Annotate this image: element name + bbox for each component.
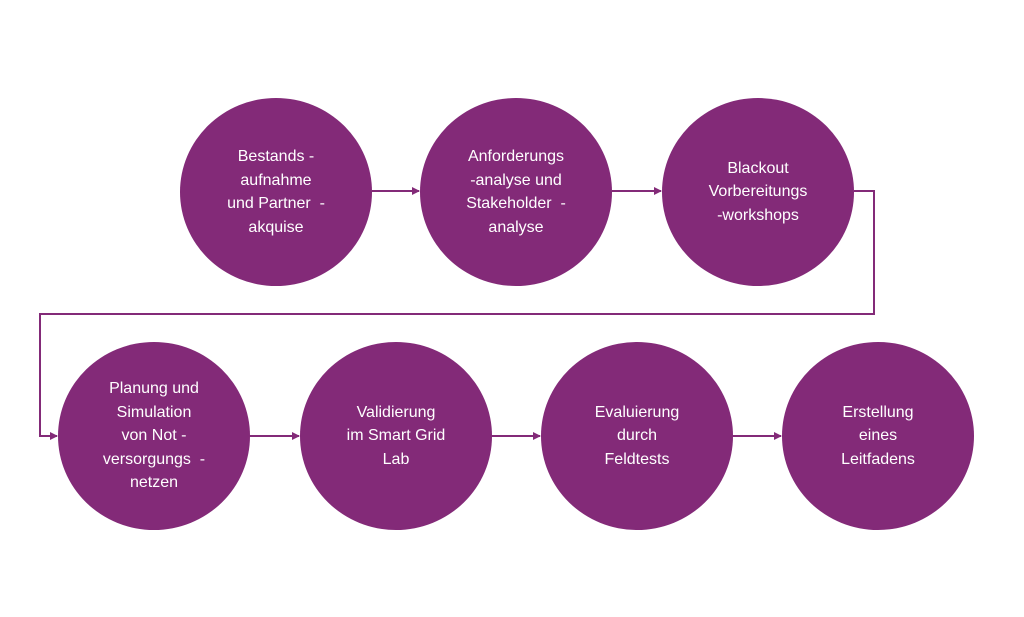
node-label-line: analyse	[488, 218, 544, 236]
step-node-blackout-workshops: Blackout Vorbereitungs -workshops	[662, 98, 854, 286]
node-label-line: im Smart Grid	[346, 427, 446, 445]
node-label-line: und Partner -	[227, 195, 325, 212]
step-node-evaluierung: Evaluierung durch Feldtests	[541, 342, 733, 530]
node-label-line: Simulation	[116, 403, 192, 421]
node-label-line: Vorbereitungs	[708, 183, 808, 201]
node-label-line: versorgungs -	[102, 450, 206, 468]
node-label-line: aufnahme	[240, 171, 312, 189]
step-node-validierung: Validierung im Smart Grid Lab	[300, 342, 492, 530]
node-label-line: durch	[616, 427, 658, 445]
node-label-line: Anforderungs	[467, 148, 565, 165]
step-node-planung-simulation: Planung und Simulation von Not - versorg…	[58, 342, 250, 530]
node-label-line: von Not -	[121, 427, 187, 445]
node-label-line: Evaluierung	[594, 403, 680, 421]
node-label-line: Feldtests	[604, 450, 670, 468]
node-label-line: Planung und	[109, 380, 199, 398]
node-label-line: Blackout	[727, 159, 789, 177]
node-label-line: netzen	[129, 474, 179, 492]
node-label-line: Bestands -	[237, 148, 315, 165]
node-label-line: Lab	[382, 450, 410, 468]
step-node-bestandsaufnahme: Bestands - aufnahme und Partner - akquis…	[180, 98, 372, 286]
node-label-line: Erstellung	[842, 403, 914, 421]
node-label-line: eines	[858, 427, 898, 445]
node-label-line: Validierung	[356, 403, 436, 421]
node-label-line: -analyse und	[470, 171, 562, 189]
node-label-line: -workshops	[717, 206, 799, 224]
step-node-anforderungsanalyse: Anforderungs -analyse und Stakeholder - …	[420, 98, 612, 286]
node-label-line: akquise	[248, 218, 304, 236]
step-node-leitfaden: Erstellung eines Leitfadens	[782, 342, 974, 530]
node-label-line: Leitfadens	[841, 450, 915, 468]
node-label-line: Stakeholder -	[466, 195, 566, 212]
connector-arrow-3-4	[39, 190, 875, 440]
